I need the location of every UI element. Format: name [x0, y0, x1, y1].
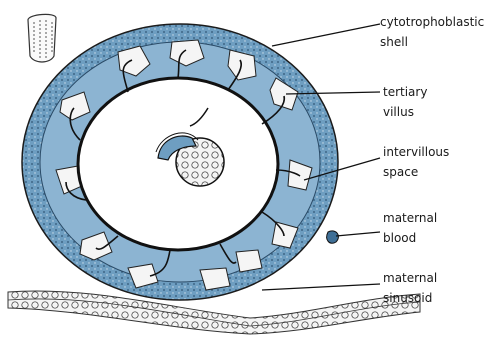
label-maternal-sinusoid: maternal sinusoid [383, 268, 437, 308]
leader-line-maternal-sinusoid [262, 284, 380, 290]
leader-line-cytotrophoblastic-shell [272, 24, 380, 46]
label-cytotrophoblastic-shell: cytotrophoblastic shell [380, 12, 484, 52]
label-intervillous-space: intervillous space [383, 142, 449, 182]
maternal-blood-vessel [327, 231, 339, 243]
top-left-tissue-fragment [28, 14, 56, 62]
label-maternal-blood: maternal blood [383, 208, 437, 248]
label-tertiary-villus: tertiary villus [383, 82, 427, 122]
leader-line-maternal-blood [336, 232, 380, 236]
